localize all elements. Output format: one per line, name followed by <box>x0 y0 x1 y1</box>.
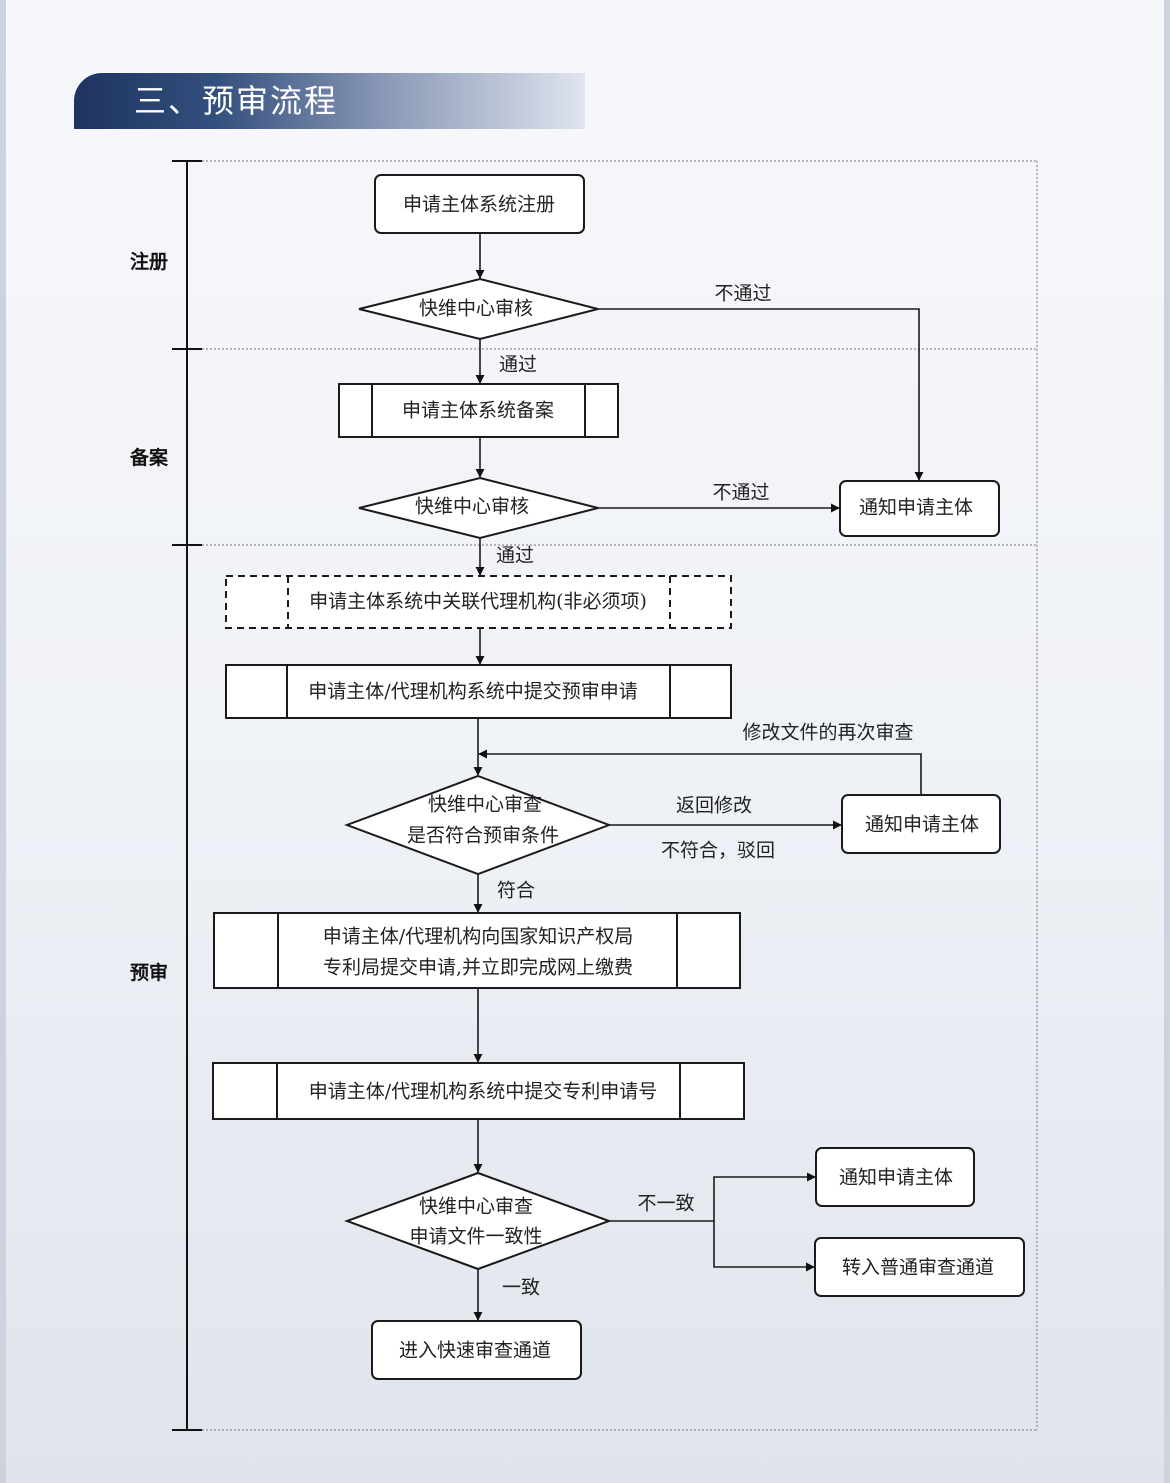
node-normal-channel <box>814 1237 1025 1297</box>
node-label-notify-2: 通知申请主体 <box>864 813 980 836</box>
arrow-recheck-loop <box>478 749 922 795</box>
arrow-inconsistent-normal <box>713 1221 815 1272</box>
node-label-consistency-check-1: 快维中心审查 <box>418 1195 534 1218</box>
node-record-system <box>338 383 619 438</box>
arrow-inconsistent-notify <box>713 1172 816 1221</box>
edge-label-consistent: 一致 <box>501 1276 541 1299</box>
node-label-normal-channel: 转入普通审查通道 <box>841 1256 995 1279</box>
node-label-notify-3: 通知申请主体 <box>838 1166 954 1189</box>
edge-label-recheck: 修改文件的再次审查 <box>742 721 914 744</box>
edge-label-inconsistent: 不一致 <box>637 1192 695 1215</box>
right-page-edge <box>1164 0 1170 1483</box>
node-label-submit-patent-no: 申请主体/代理机构系统中提交专利申请号 <box>308 1080 658 1103</box>
node-notify-3 <box>815 1147 975 1207</box>
node-label-submit-cnipa-2: 专利局提交申请,并立即完成网上缴费 <box>322 956 634 979</box>
edge-label-fail-2: 不通过 <box>712 481 770 504</box>
edge-label-pass-1: 通过 <box>498 353 538 376</box>
section-header: 三、预审流程 <box>74 73 585 129</box>
lane-label-preexam: 预审 <box>130 962 169 984</box>
node-link-agency <box>225 575 732 629</box>
node-label-link-agency: 申请主体系统中关联代理机构(非必须项) <box>309 590 647 613</box>
node-label-submit-cnipa-1: 申请主体/代理机构向国家知识产权局 <box>322 925 634 948</box>
node-label-review-2: 快维中心审核 <box>414 495 530 518</box>
swimlane-frame <box>172 160 1038 1431</box>
lane-label-record: 备案 <box>130 447 169 469</box>
node-label-submit-preexam: 申请主体/代理机构系统中提交预审申请 <box>308 680 638 703</box>
lane-label-register: 注册 <box>130 251 169 273</box>
node-label-consistency-check-2: 申请文件一致性 <box>409 1225 543 1248</box>
arrow-review1-fail <box>598 308 924 481</box>
node-label-preexam-check-2: 是否符合预审条件 <box>406 824 560 847</box>
node-submit-preexam <box>225 664 732 719</box>
edge-label-return-modify: 返回修改 <box>675 794 753 817</box>
node-label-review-1: 快维中心审核 <box>418 297 534 320</box>
node-submit-patent-no <box>212 1062 745 1120</box>
node-label-notify-1: 通知申请主体 <box>858 496 974 519</box>
node-label-record-system: 申请主体系统备案 <box>401 399 555 422</box>
edge-label-fail-1: 不通过 <box>714 282 772 305</box>
node-label-preexam-check-1: 快维中心审查 <box>427 793 543 816</box>
edge-label-not-met: 不符合，驳回 <box>660 839 776 862</box>
edge-label-met: 符合 <box>496 879 536 902</box>
node-label-register-system: 申请主体系统注册 <box>402 193 556 216</box>
node-fast-channel <box>371 1320 582 1380</box>
node-submit-cnipa <box>213 912 741 989</box>
node-label-fast-channel: 进入快速审查通道 <box>398 1339 552 1362</box>
left-page-edge <box>0 0 6 1483</box>
section-title: 三、预审流程 <box>134 82 339 120</box>
node-notify-1 <box>839 480 1000 537</box>
edge-label-pass-2: 通过 <box>495 544 535 567</box>
